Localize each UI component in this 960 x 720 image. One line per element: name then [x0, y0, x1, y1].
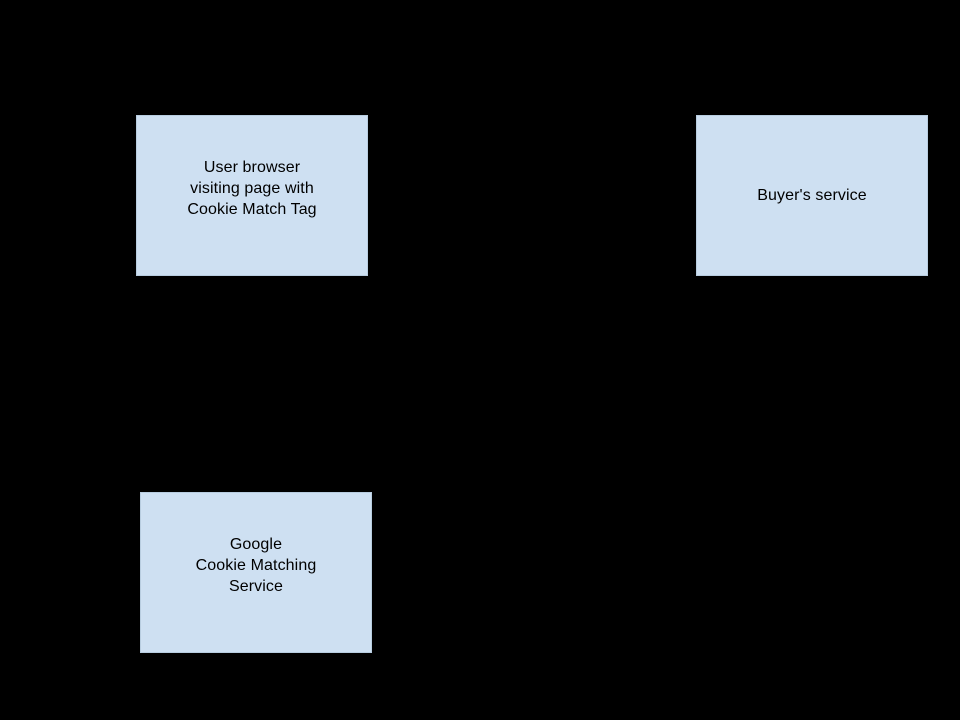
diagram-node-label: Google Cookie Matching Service	[195, 536, 317, 595]
diagram-node-label: User browser visiting page with Cookie M…	[187, 159, 317, 218]
diagram-node-user-browser[interactable]: User browser visiting page with Cookie M…	[136, 115, 368, 276]
diagram-node-label: Buyer's service	[757, 186, 867, 204]
diagram-node-google-cookie-matching-service[interactable]: Google Cookie Matching Service	[140, 492, 372, 653]
diagram-node-buyers-service[interactable]: Buyer's service	[696, 115, 928, 276]
